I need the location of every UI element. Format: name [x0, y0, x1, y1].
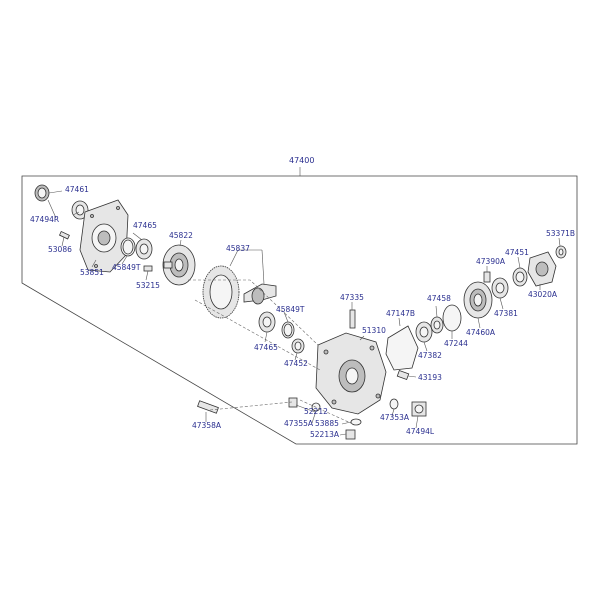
part-label-43193[interactable]: 43193 [418, 373, 442, 382]
part-label-47452[interactable]: 47452 [284, 359, 308, 368]
bracket-45837-lines [229, 249, 265, 285]
part-label-47358a[interactable]: 47358A [192, 421, 222, 430]
seal-47452-shape [291, 338, 305, 354]
part-labels: 47461 47494R 53086 53851 47465 45849T 53… [30, 185, 575, 439]
assembly-frame [21, 175, 578, 445]
bolt-52212-shape [288, 397, 298, 408]
assembly-number-label[interactable]: 47400 [289, 156, 314, 165]
leader-lines [47, 190, 561, 436]
part-label-45849t-right[interactable]: 45849T [276, 305, 305, 314]
part-label-47460a[interactable]: 47460A [466, 328, 496, 337]
part-label-43020a[interactable]: 43020A [528, 290, 558, 299]
part-label-47494l[interactable]: 47494L [406, 427, 435, 436]
part-label-52212[interactable]: 52212 [304, 407, 328, 416]
part-label-52213a[interactable]: 52213A [310, 430, 340, 439]
part-label-47381[interactable]: 47381 [494, 309, 518, 318]
flange-43020a-shape [527, 251, 557, 287]
shim-45849t-right-shape [281, 321, 295, 339]
bolt-47358a-shape [197, 400, 219, 414]
part-label-47355a[interactable]: 47355A [284, 419, 314, 428]
part-label-47451[interactable]: 47451 [505, 248, 529, 257]
seal-47451-shape [512, 267, 528, 287]
part-label-51310[interactable]: 51310 [362, 326, 386, 335]
part-label-47465-left[interactable]: 47465 [133, 221, 157, 230]
nut-53371b-shape [555, 245, 567, 259]
bearing-47381-shape [491, 277, 509, 299]
alignment-guides [188, 279, 356, 426]
part-label-45837[interactable]: 45837 [226, 244, 250, 253]
part-label-45822[interactable]: 45822 [169, 231, 193, 240]
oring-47244-shape [442, 304, 462, 332]
part-label-47390a[interactable]: 47390A [476, 257, 506, 266]
part-label-47494r[interactable]: 47494R [30, 215, 59, 224]
shim-45849t-left-shape [120, 237, 136, 257]
bolt-53215-shape [143, 265, 153, 272]
transfer-case-51310-shape [315, 332, 387, 415]
part-label-47353a[interactable]: 47353A [380, 413, 410, 422]
part-label-47335[interactable]: 47335 [340, 293, 364, 302]
part-label-47382[interactable]: 47382 [418, 351, 442, 360]
part-label-47465-right[interactable]: 47465 [254, 343, 278, 352]
part-label-53086[interactable]: 53086 [48, 245, 72, 254]
part-label-53371b[interactable]: 53371B [546, 229, 575, 238]
bolt-47390a-shape [483, 271, 491, 283]
breather-47335-shape [349, 309, 356, 329]
pin-53086-shape [58, 230, 70, 240]
part-label-53215[interactable]: 53215 [136, 281, 160, 290]
part-label-53885[interactable]: 53885 [315, 419, 339, 428]
bearing-47465-left-shape [135, 238, 153, 260]
plug-43193-shape [396, 369, 410, 381]
part-label-53851[interactable]: 53851 [80, 268, 104, 277]
seal-47458-shape [430, 316, 444, 334]
part-label-47244[interactable]: 47244 [444, 339, 468, 348]
oil-seal-47494r-shape [34, 184, 50, 202]
part-label-47461[interactable]: 47461 [65, 185, 89, 194]
part-label-47458[interactable]: 47458 [427, 294, 451, 303]
plug-52213a-shape [345, 429, 356, 440]
pinion-45837-shape [243, 283, 277, 305]
oring-47353a-shape [389, 398, 399, 410]
differential-case-45822-shape [162, 244, 196, 286]
seal-47494l-shape [411, 401, 427, 417]
case-cover-53851-shape [79, 199, 129, 273]
part-label-47147b[interactable]: 47147B [386, 309, 415, 318]
ring-gear-45837-shape [202, 265, 240, 319]
housing-47460a-shape [463, 281, 493, 319]
gasket-47147b-shape [385, 325, 419, 371]
part-label-45849t-left[interactable]: 45849T [112, 263, 141, 272]
bearing-47382-shape [415, 321, 433, 343]
bearing-47465-right-shape [258, 311, 276, 333]
